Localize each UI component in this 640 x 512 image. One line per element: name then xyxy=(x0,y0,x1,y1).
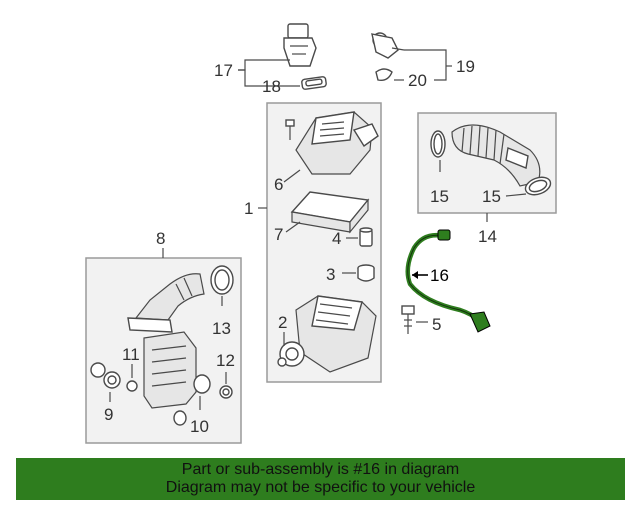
callout-12: 12 xyxy=(216,351,235,370)
callout-15-left: 15 xyxy=(430,187,449,206)
vent-tube-group: 19 20 xyxy=(371,32,475,90)
grommet-12 xyxy=(219,385,233,399)
callout-17: 17 xyxy=(214,61,233,80)
callout-1: 1 xyxy=(244,199,253,218)
insulator-3 xyxy=(357,264,375,282)
clip-11 xyxy=(126,380,138,392)
insulator-4 xyxy=(359,227,373,247)
mass-airflow-sensor-group: 17 18 xyxy=(214,23,327,96)
vent-clip xyxy=(375,68,393,82)
duct-clamp-right xyxy=(524,176,552,196)
air-cleaner-assembly-group: 1 6 7 4 xyxy=(244,102,382,383)
callout-20: 20 xyxy=(408,71,427,90)
duct-coupler-13 xyxy=(210,265,234,295)
callout-14: 14 xyxy=(478,227,497,246)
callout-7: 7 xyxy=(274,225,283,244)
callout-6: 6 xyxy=(274,175,283,194)
vent-hose-16[interactable] xyxy=(405,229,491,333)
banner-line-2: Diagram may not be specific to your vehi… xyxy=(165,479,476,496)
air-filter-element xyxy=(290,191,370,234)
outlet-duct-group: 14 15 15 xyxy=(417,112,557,246)
callout-9: 9 xyxy=(104,405,113,424)
callout-11: 11 xyxy=(122,345,140,364)
callout-19: 19 xyxy=(456,57,475,76)
bolt-5 xyxy=(401,305,415,334)
vent-fitting xyxy=(371,32,405,59)
upper-housing xyxy=(295,111,379,175)
sensor-gasket xyxy=(301,76,327,90)
grommet-9 xyxy=(90,362,121,389)
callout-13: 13 xyxy=(212,319,231,338)
callout-10: 10 xyxy=(190,417,209,436)
info-banner: Part or sub-assembly is #16 in diagram D… xyxy=(16,458,625,500)
insulator-10 xyxy=(173,374,211,426)
callout-3: 3 xyxy=(326,265,335,284)
callout-15-right: 15 xyxy=(482,187,501,206)
resonator xyxy=(143,331,197,409)
callout-5: 5 xyxy=(432,315,441,334)
callout-18: 18 xyxy=(262,77,281,96)
inlet-duct-group: 8 13 9 11 xyxy=(85,229,242,444)
lower-housing xyxy=(277,295,377,373)
mass-airflow-sensor xyxy=(283,23,317,67)
inlet-duct xyxy=(127,273,205,333)
callout-4: 4 xyxy=(332,229,341,248)
callout-8: 8 xyxy=(156,229,165,248)
callout-2: 2 xyxy=(278,313,287,332)
housing-screw xyxy=(285,119,295,140)
banner-line-1: Part or sub-assembly is #16 in diagram xyxy=(181,461,460,478)
duct-clamp-left xyxy=(430,130,446,158)
callout-16: 16 xyxy=(430,266,449,285)
